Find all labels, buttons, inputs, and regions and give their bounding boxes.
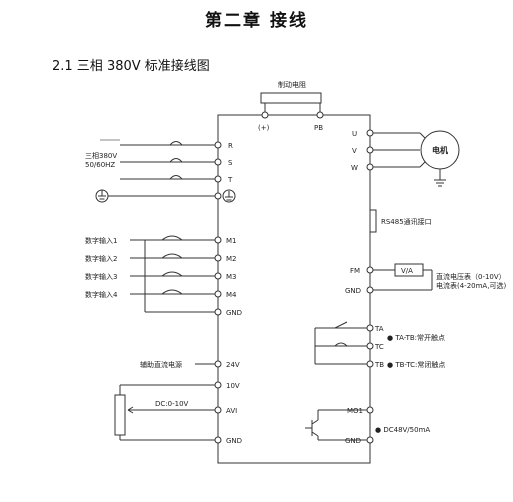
plus-terminal-label: (+) [258,124,270,132]
terminal-gnd-fm: GND [345,287,361,295]
pb-terminal-label: PB [314,124,323,132]
brake-resistor [260,92,322,104]
terminal-gnd-2: GND [226,437,242,445]
rs485-label: RS485通讯接口 [381,217,432,226]
terminal-u: U [352,130,357,138]
terminal-avi: AVI [226,407,237,415]
relay-ta-tb-note: ● TA-TB:常开触点 [387,333,445,342]
terminal-gnd-1: GND [226,309,242,317]
input-label-line1: 三相380V [85,151,117,160]
meter-desc-line2: 电流表(4-20mA,可选) [436,281,506,290]
terminal-gnd-mo: GND [345,437,361,445]
terminal-ta: TA [374,325,384,333]
digital-input-2: 数字输入2 [85,254,117,263]
digital-input-1: 数字输入1 [85,236,117,245]
brake-resistor-label: 制动电阻 [278,80,306,89]
relay-tb-tc-note: ● TB-TC:常闭触点 [387,360,445,369]
digital-input-3: 数字输入3 [85,272,117,281]
terminal-w: W [351,164,358,172]
inverter-body [217,114,371,464]
terminal-s: S [228,159,233,167]
meter-desc-line1: 直流电压表（0-10V） [436,272,506,281]
mo-rating-note: ● DC48V/50mA [375,426,430,434]
terminal-10v: 10V [226,382,240,390]
aux-power-label: 辅助直流电源 [140,360,182,369]
ground-icon [95,189,109,203]
ground-icon [222,189,236,203]
terminal-m3: M3 [226,273,237,281]
digital-input-4: 数字输入4 [85,290,118,299]
ground-icon [434,179,446,187]
meter-label: V/A [401,267,413,275]
terminal-24v: 24V [226,361,240,369]
section-title: 2.1 三相 380V 标准接线图 [52,59,210,74]
terminal-t: T [227,176,233,184]
terminal-fm: FM [350,267,360,275]
terminal-m4: M4 [226,291,237,299]
input-label-line2: 50/60HZ [85,161,115,169]
potentiometer [114,394,126,436]
motor-label: 电机 [432,145,448,155]
terminal-v: V [352,147,357,155]
terminal-m2: M2 [226,255,237,263]
terminal-tb: TB [374,361,384,369]
pot-range-label: DC:0-10V [155,400,189,408]
terminal-m1: M1 [226,237,237,245]
terminal-mo1: MO1 [347,407,363,415]
terminal-r: R [228,142,233,150]
terminal-tc: TC [374,343,384,351]
chapter-title: 第二章 接线 [205,11,308,31]
